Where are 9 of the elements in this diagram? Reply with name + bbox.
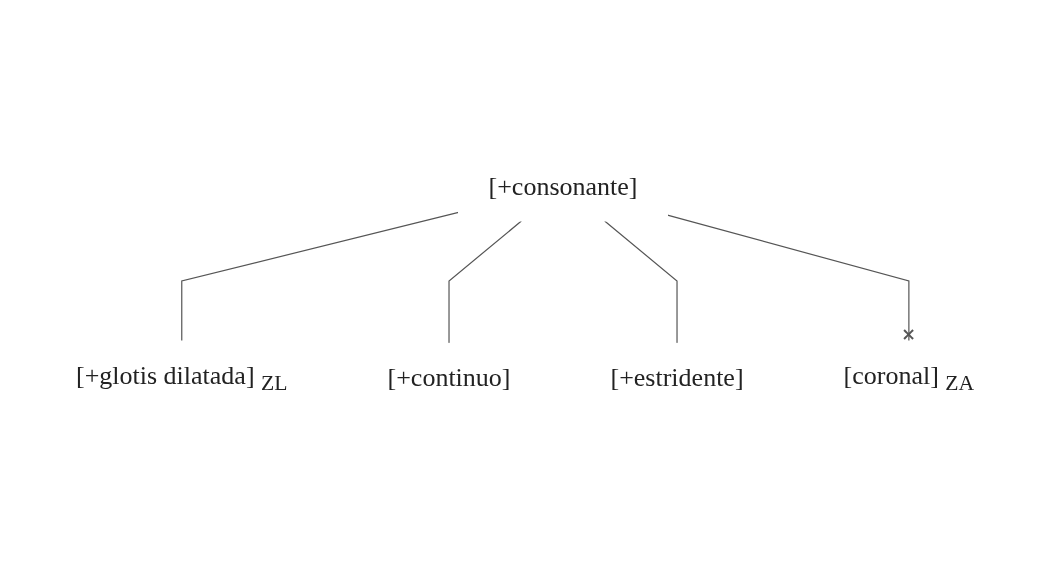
connector — [181, 211, 460, 342]
connector — [667, 214, 915, 342]
node-text: [coronal] $_{ZA}$ — [843, 361, 975, 396]
connector — [604, 220, 678, 345]
node-text: [+continuo] — [387, 363, 511, 393]
node-text: [+glotis dilatada] $_{ZL}$ — [76, 361, 288, 396]
node-text: [+estridente] — [610, 363, 744, 393]
connector — [448, 220, 523, 345]
node-text: [+consonante] — [488, 172, 638, 202]
